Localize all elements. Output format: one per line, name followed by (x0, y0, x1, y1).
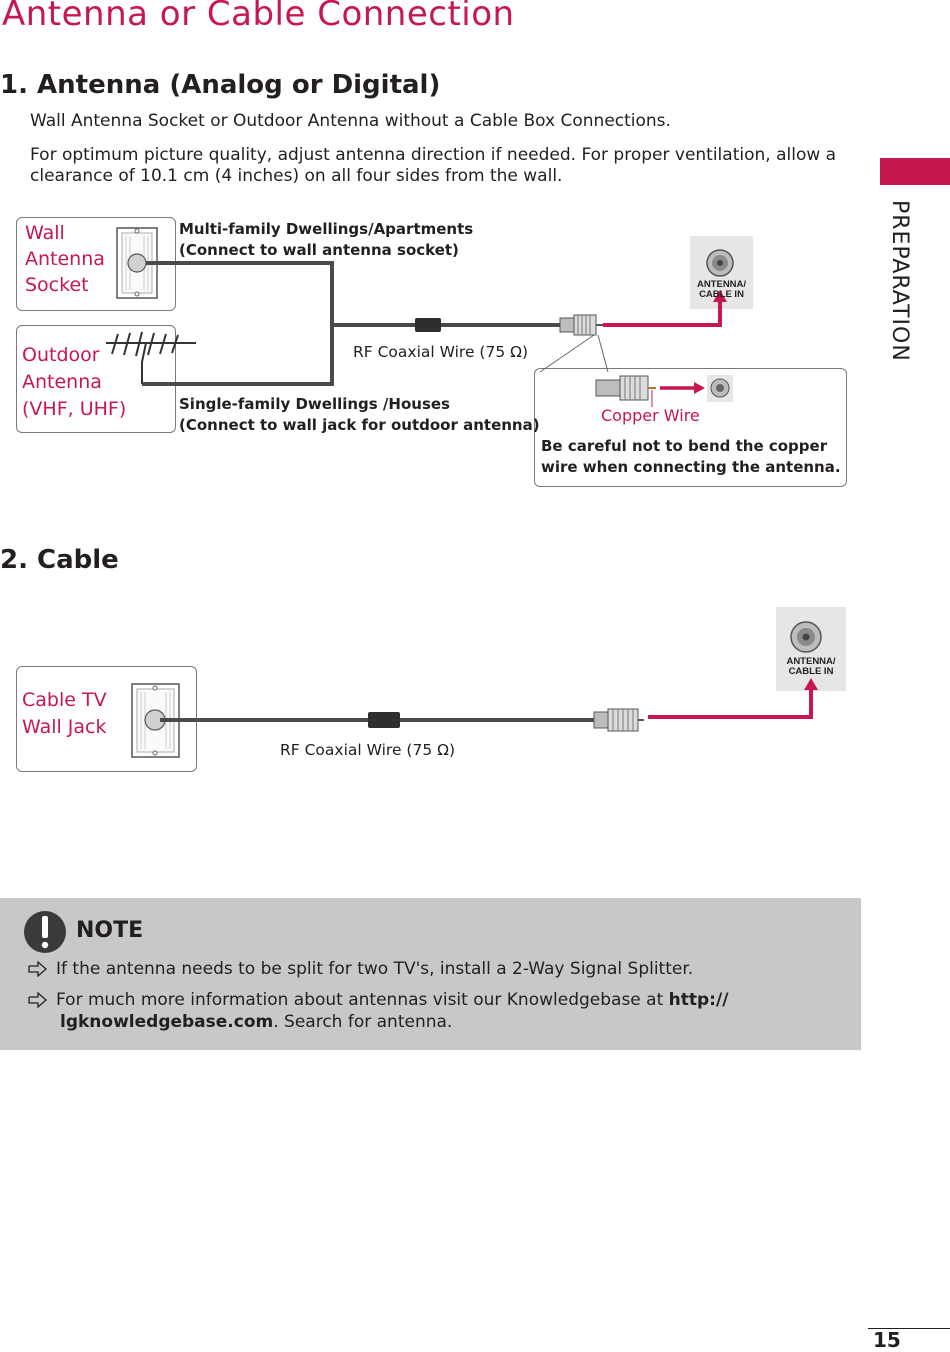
cable-wall-jack-label: Cable TV Wall Jack (22, 689, 107, 738)
antenna-port-label: ANTENNA/ CABLE IN (696, 279, 747, 300)
note-title: NOTE (76, 918, 144, 943)
knowledgebase-link-part1[interactable]: http:// (668, 990, 729, 1010)
wall-antenna-socket-label: Wall Antenna Socket (25, 222, 105, 296)
note-item-knowledgebase: For much more information about antennas… (56, 990, 729, 1032)
section-tab-marker (880, 158, 950, 185)
cable-port-jack-icon (790, 621, 822, 653)
coax-cable-lines-1 (142, 261, 562, 386)
rf-wire-label: RF Coaxial Wire (75 Ω) (353, 343, 529, 361)
copper-wire-connector-icon (595, 375, 733, 407)
connection-line-1 (603, 300, 722, 327)
cable-port-label: ANTENNA/ CABLE IN (786, 656, 836, 677)
f-connector-icon (593, 708, 644, 732)
cable-ferrite-icon (415, 318, 441, 332)
note-panel (0, 898, 861, 1050)
section-tab-label: PREPARATION (887, 200, 912, 362)
arrow-up-icon (804, 678, 818, 690)
antenna-port-jack-icon (706, 249, 734, 277)
outdoor-antenna-label: Outdoor Antenna (VHF, UHF) (22, 344, 127, 420)
outdoor-antenna-icon (106, 331, 196, 384)
connection-line-2 (648, 688, 813, 719)
single-family-caption: Single-family Dwellings /Houses (Connect… (179, 395, 540, 434)
cable-ferrite-icon (368, 712, 400, 728)
copper-wire-label: Copper Wire (601, 406, 700, 425)
page-title: Antenna or Cable Connection (2, 0, 515, 34)
caution-text: Be careful not to bend the copper wire w… (541, 437, 841, 476)
multi-family-caption: Multi-family Dwellings/Apartments (Conne… (179, 220, 474, 259)
callout-line (597, 334, 609, 373)
callout-line (539, 334, 595, 373)
arrow-up-icon (713, 290, 727, 302)
knowledgebase-link-part2[interactable]: lgknowledgebase.com (60, 1012, 274, 1032)
section-heading-antenna: 1. Antenna (Analog or Digital) (0, 70, 441, 100)
page-number-rule (868, 1328, 950, 1329)
antenna-intro-text: Wall Antenna Socket or Outdoor Antenna w… (30, 111, 671, 131)
note-item-splitter: If the antenna needs to be split for two… (56, 959, 694, 979)
f-connector-icon (559, 314, 603, 336)
antenna-body-text: For optimum picture quality, adjust ante… (30, 145, 837, 186)
section-heading-cable: 2. Cable (0, 545, 119, 575)
wall-socket-plate-icon (116, 227, 158, 299)
rf-wire-label: RF Coaxial Wire (75 Ω) (280, 741, 456, 759)
page-number: 15 (873, 1328, 901, 1352)
